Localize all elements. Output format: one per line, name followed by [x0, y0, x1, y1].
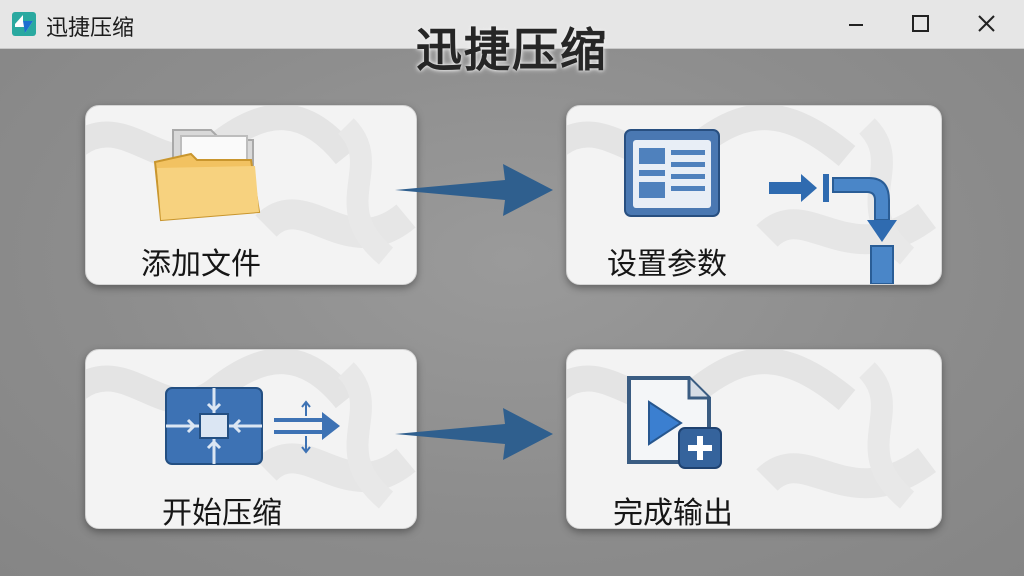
pipe-flow-icon — [769, 174, 897, 284]
arrow-right-icon — [395, 164, 553, 216]
step-label: 开始压缩 — [162, 496, 282, 529]
page-heading: 迅捷压缩 — [416, 23, 608, 77]
flow-arrows-icon — [274, 400, 340, 454]
step-add-files-card[interactable]: 添加文件 — [85, 105, 417, 285]
step-finish-output-card[interactable]: 完成输出 — [566, 349, 942, 529]
step-start-compress-card[interactable]: 开始压缩 — [85, 349, 417, 529]
step-label: 完成输出 — [613, 496, 733, 529]
app-logo-icon — [12, 12, 36, 36]
window-title: 迅捷压缩 — [46, 16, 135, 41]
title-bar: 迅捷压缩 — [0, 0, 1024, 49]
media-add-icon — [627, 376, 722, 469]
folder-icon — [153, 129, 261, 222]
step-label: 添加文件 — [141, 247, 261, 282]
minimize-icon[interactable] — [840, 8, 872, 40]
settings-panel-icon — [624, 129, 720, 217]
step-settings-card[interactable]: 设置参数 — [566, 105, 942, 285]
maximize-icon[interactable] — [904, 8, 936, 40]
compress-icon — [165, 387, 263, 465]
step-label: 设置参数 — [607, 247, 727, 282]
close-icon[interactable] — [970, 8, 1002, 40]
arrow-right-icon — [395, 408, 553, 460]
